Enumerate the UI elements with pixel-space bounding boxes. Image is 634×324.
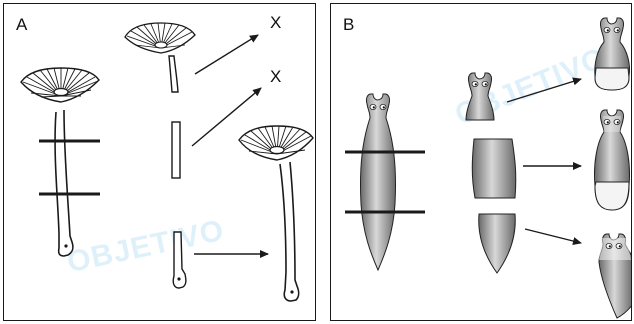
head-fragment xyxy=(466,73,494,120)
panel-b: B OBJETIVO xyxy=(330,3,632,321)
stalk-fragment xyxy=(172,122,180,178)
arrow-cap-to-x xyxy=(195,35,258,74)
intact-alga-cap xyxy=(21,68,99,102)
base-fragment xyxy=(173,232,186,288)
middle-fragment xyxy=(472,139,516,198)
arrow-head-to-regenerated xyxy=(507,79,581,102)
regenerated-from-middle xyxy=(594,110,629,210)
tail-fragment xyxy=(479,214,516,273)
regenerated-alga xyxy=(239,126,313,301)
base-fragment-nucleus xyxy=(177,277,180,280)
regenerated-from-head xyxy=(595,18,630,90)
intact-planarian xyxy=(360,94,395,270)
cap-fragment xyxy=(125,23,195,92)
intact-alga xyxy=(21,68,99,256)
regenerated-from-tail xyxy=(599,234,632,318)
arrow-tail-to-regenerated xyxy=(525,229,581,243)
cap-fragment-stalk xyxy=(169,56,178,92)
intact-alga-nucleus xyxy=(64,244,67,247)
regenerated-alga-stalk xyxy=(280,162,299,301)
panel-a-diagram xyxy=(4,4,316,321)
regenerated-alga-nucleus xyxy=(290,290,293,293)
intact-alga-stalk xyxy=(55,110,73,256)
regenerated-alga-cap xyxy=(239,126,313,160)
panel-b-diagram xyxy=(331,4,632,321)
cap-fragment-cap xyxy=(125,23,195,53)
panel-a: A X X OBJETIVO xyxy=(3,3,316,321)
